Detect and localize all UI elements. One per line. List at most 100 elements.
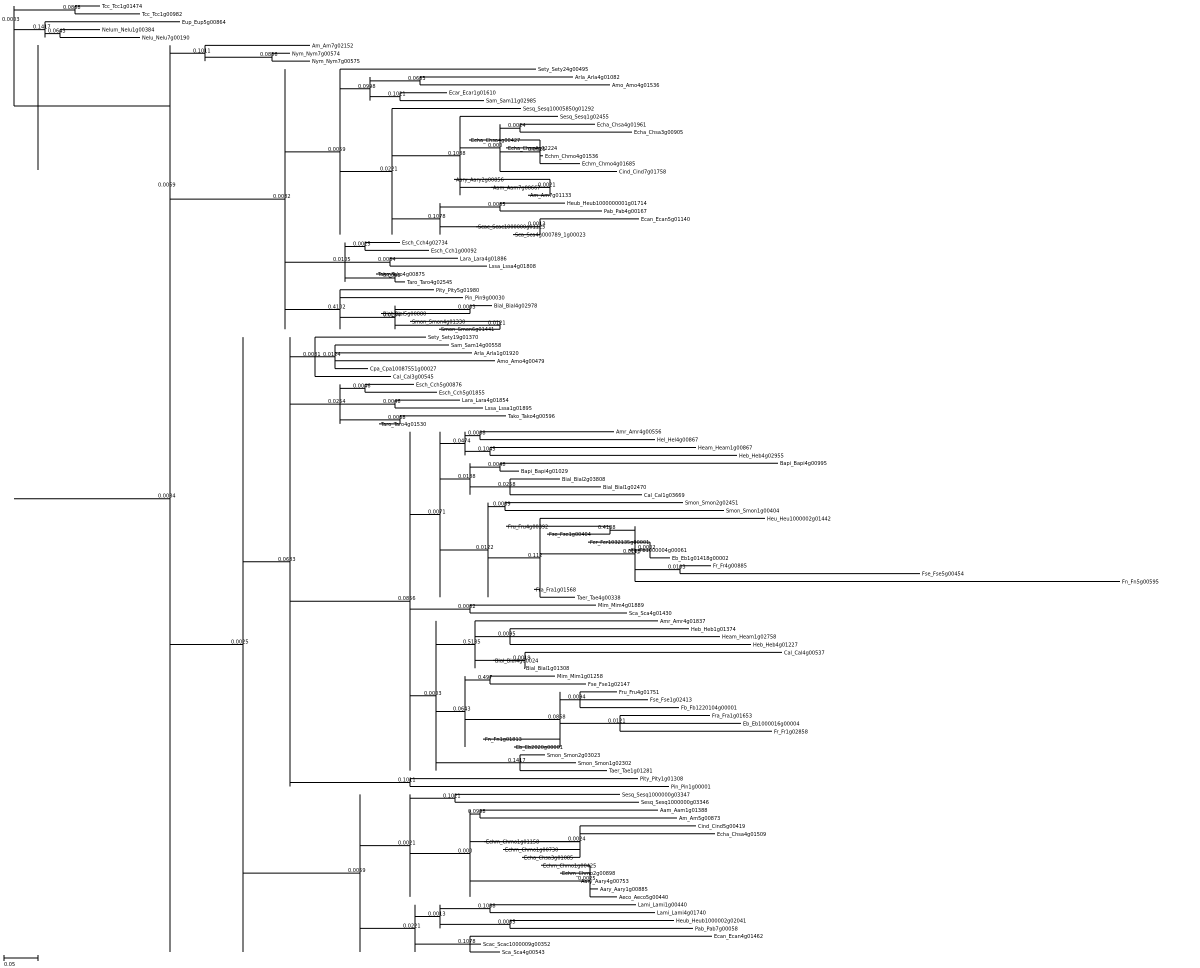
support-label: 0.497	[478, 675, 492, 681]
support-label: 0.0046	[353, 383, 371, 389]
support-label: 0.1078	[458, 939, 476, 945]
tip-label: Pin_Pin1g00001	[671, 784, 711, 790]
tip-label: Sesq_Sesq1000000g03346	[641, 800, 709, 806]
tip-label: Pin_Pin9g00030	[465, 296, 505, 302]
tip-label: Tako_Tako4g00596	[507, 414, 555, 420]
support-label: 0.0121	[488, 320, 506, 326]
tip-label: Smon_Smon4g01330	[412, 319, 465, 325]
tip-label: Heam_Heam1g00867	[698, 445, 752, 451]
scale-bar: 0.05	[3, 955, 39, 968]
tip-label: Am_Am7g02152	[312, 43, 353, 49]
support-label: 0.1011	[193, 48, 211, 54]
support-label: 0.0019	[513, 655, 531, 661]
support-label: 0.0868	[63, 5, 81, 11]
tip-label: Taer_Tae4g00338	[576, 595, 621, 601]
tip-label: Mim_Mim4g01889	[598, 603, 644, 609]
tip-label: Pity_Pity5g01980	[436, 288, 479, 294]
tip-label: Lami_Lami1g00440	[638, 903, 687, 909]
tip-labels: Tcc_Tcc1g01474Tcc_Tcc1g00982Eup_Eup5g008…	[101, 4, 1159, 956]
support-label: 0.0856	[398, 596, 416, 602]
tip-label: Echa_Chsa4g00427	[471, 138, 520, 144]
tip-label: Fru_Fru4g01751	[619, 690, 659, 696]
support-label: 0.112	[528, 553, 542, 559]
support-label: 0.1417	[508, 758, 526, 764]
tip-label: Fr_Fr4g00885	[713, 564, 747, 570]
tip-label: Fb_Fb1220104g00001	[681, 706, 737, 712]
support-label: 0.0013	[528, 222, 546, 228]
support-label: 0.1088	[478, 904, 496, 910]
tip-label: Nym_Nym7g00575	[312, 59, 360, 65]
tip-label: Eb_Eb1g01418g00002	[672, 556, 729, 562]
tip-label: Fse_Fse5g00454	[922, 572, 964, 578]
support-label: 0.0002	[638, 545, 656, 551]
support-label: 0.0082	[273, 194, 291, 200]
tip-label: Bial_Bial4g02978	[494, 304, 537, 310]
support-label: 0.0089	[493, 502, 511, 508]
support-label: 0.0003	[2, 17, 20, 23]
tip-label: Echa_Chsa3g01085	[524, 855, 573, 861]
tip-label: Sca_Sca4g00543	[502, 950, 545, 956]
tip-label: Mim_Mim1g01258	[557, 674, 603, 680]
tip-label: Echa_Chsa4g02224	[508, 146, 557, 152]
tip-label: Arla_Arla4g01082	[575, 75, 620, 81]
support-label: 0.0254	[328, 399, 346, 405]
tip-label: Sam_Sam11g02985	[486, 99, 536, 105]
support-label: 0.0258	[498, 482, 516, 488]
tip-label: Aary_Aary2g00856	[456, 177, 504, 183]
tip-label: Taro_Taro4g02545	[406, 280, 452, 286]
support-label: 0.0105	[333, 257, 351, 263]
tip-label: Ecan_Ecan4g01462	[714, 934, 763, 940]
tip-label: Bial_Bial2g03808	[562, 477, 605, 483]
tip-label: Eup_Eup5g00864	[182, 20, 226, 26]
tree-branches	[13, 5, 1120, 953]
support-label: 0.4138	[598, 525, 616, 531]
tip-label: Aary_Aary1g00885	[600, 887, 648, 893]
tip-label: Smon_Smon2g03023	[547, 753, 600, 759]
tip-label: Echa_Chsa4g01509	[717, 832, 766, 838]
support-label: 0.0084	[378, 257, 396, 263]
tip-label: Cpa_Cpa10087551g00027	[370, 367, 437, 373]
support-label: 0.0025	[231, 640, 249, 646]
tip-label: Sesq_Sesq10005850g01292	[523, 106, 594, 112]
tip-label: Heu_Heu1000002g01442	[767, 516, 831, 522]
tip-label: Echm_Chmo4g01685	[582, 162, 635, 168]
support-label: 0.0059	[348, 868, 366, 874]
scale-bar-label: 0.05	[4, 962, 15, 968]
support-label: 0.0998	[468, 809, 486, 815]
support-label: 0.0013	[428, 912, 446, 918]
tip-label: Fse_Fse1g02413	[650, 698, 692, 704]
support-label: 0.0094	[568, 695, 586, 701]
tip-label: Bial_Bial1g02470	[603, 485, 646, 491]
tip-label: Bial_Bial5g00880	[383, 311, 426, 317]
support-label: 0.0221	[380, 167, 398, 173]
tip-label: Sety_Sety19g01370	[428, 335, 478, 341]
tip-label: Aam_Aam7g00667	[493, 185, 540, 191]
support-label: 0.0069	[158, 182, 176, 188]
support-label: 0.0085	[488, 202, 506, 208]
tip-label: Aeco_Aeco5g00440	[619, 895, 668, 901]
support-label: 0.0008	[383, 273, 401, 279]
tip-label: Hel_Hel4g00867	[657, 438, 698, 444]
tip-label: Bial_Bial1g01308	[526, 666, 569, 672]
tip-label: Tako_Tako4g00875	[377, 272, 425, 278]
tip-label: Fse_Fse1g02147	[588, 682, 630, 688]
tip-label: Fra_Fra1g01653	[712, 714, 752, 720]
support-label: 0.0025	[353, 241, 371, 247]
tip-label: Smon_Smon1g02302	[578, 761, 631, 767]
tip-label: Amo_Amo4g00479	[497, 359, 544, 365]
tip-label: Cal_Cal1g03669	[644, 493, 685, 499]
support-label: 0.0003	[458, 305, 476, 311]
tip-label: Am_Am7g01133	[530, 193, 571, 199]
tip-label: Aary_Aary4g00753	[581, 879, 629, 885]
support-label: 0.0025	[578, 876, 596, 882]
tip-label: Eb_Eb2020g00001	[516, 745, 563, 751]
support-label: 0.5185	[463, 640, 481, 646]
support-label: 0.0124	[323, 352, 341, 358]
support-label: 0.0188	[458, 474, 476, 480]
tip-label: Pity_Pity1g01308	[640, 777, 683, 783]
tip-label: Taer_Tae1g01281	[608, 769, 653, 775]
tip-label: Echm_Chmo4g01536	[545, 154, 598, 160]
tip-label: Echm_Chmo1g00730	[505, 848, 558, 854]
support-label: 0.0038	[388, 415, 406, 421]
support-labels: 0.08680.06430.14170.00030.08560.10110.06…	[2, 5, 686, 945]
